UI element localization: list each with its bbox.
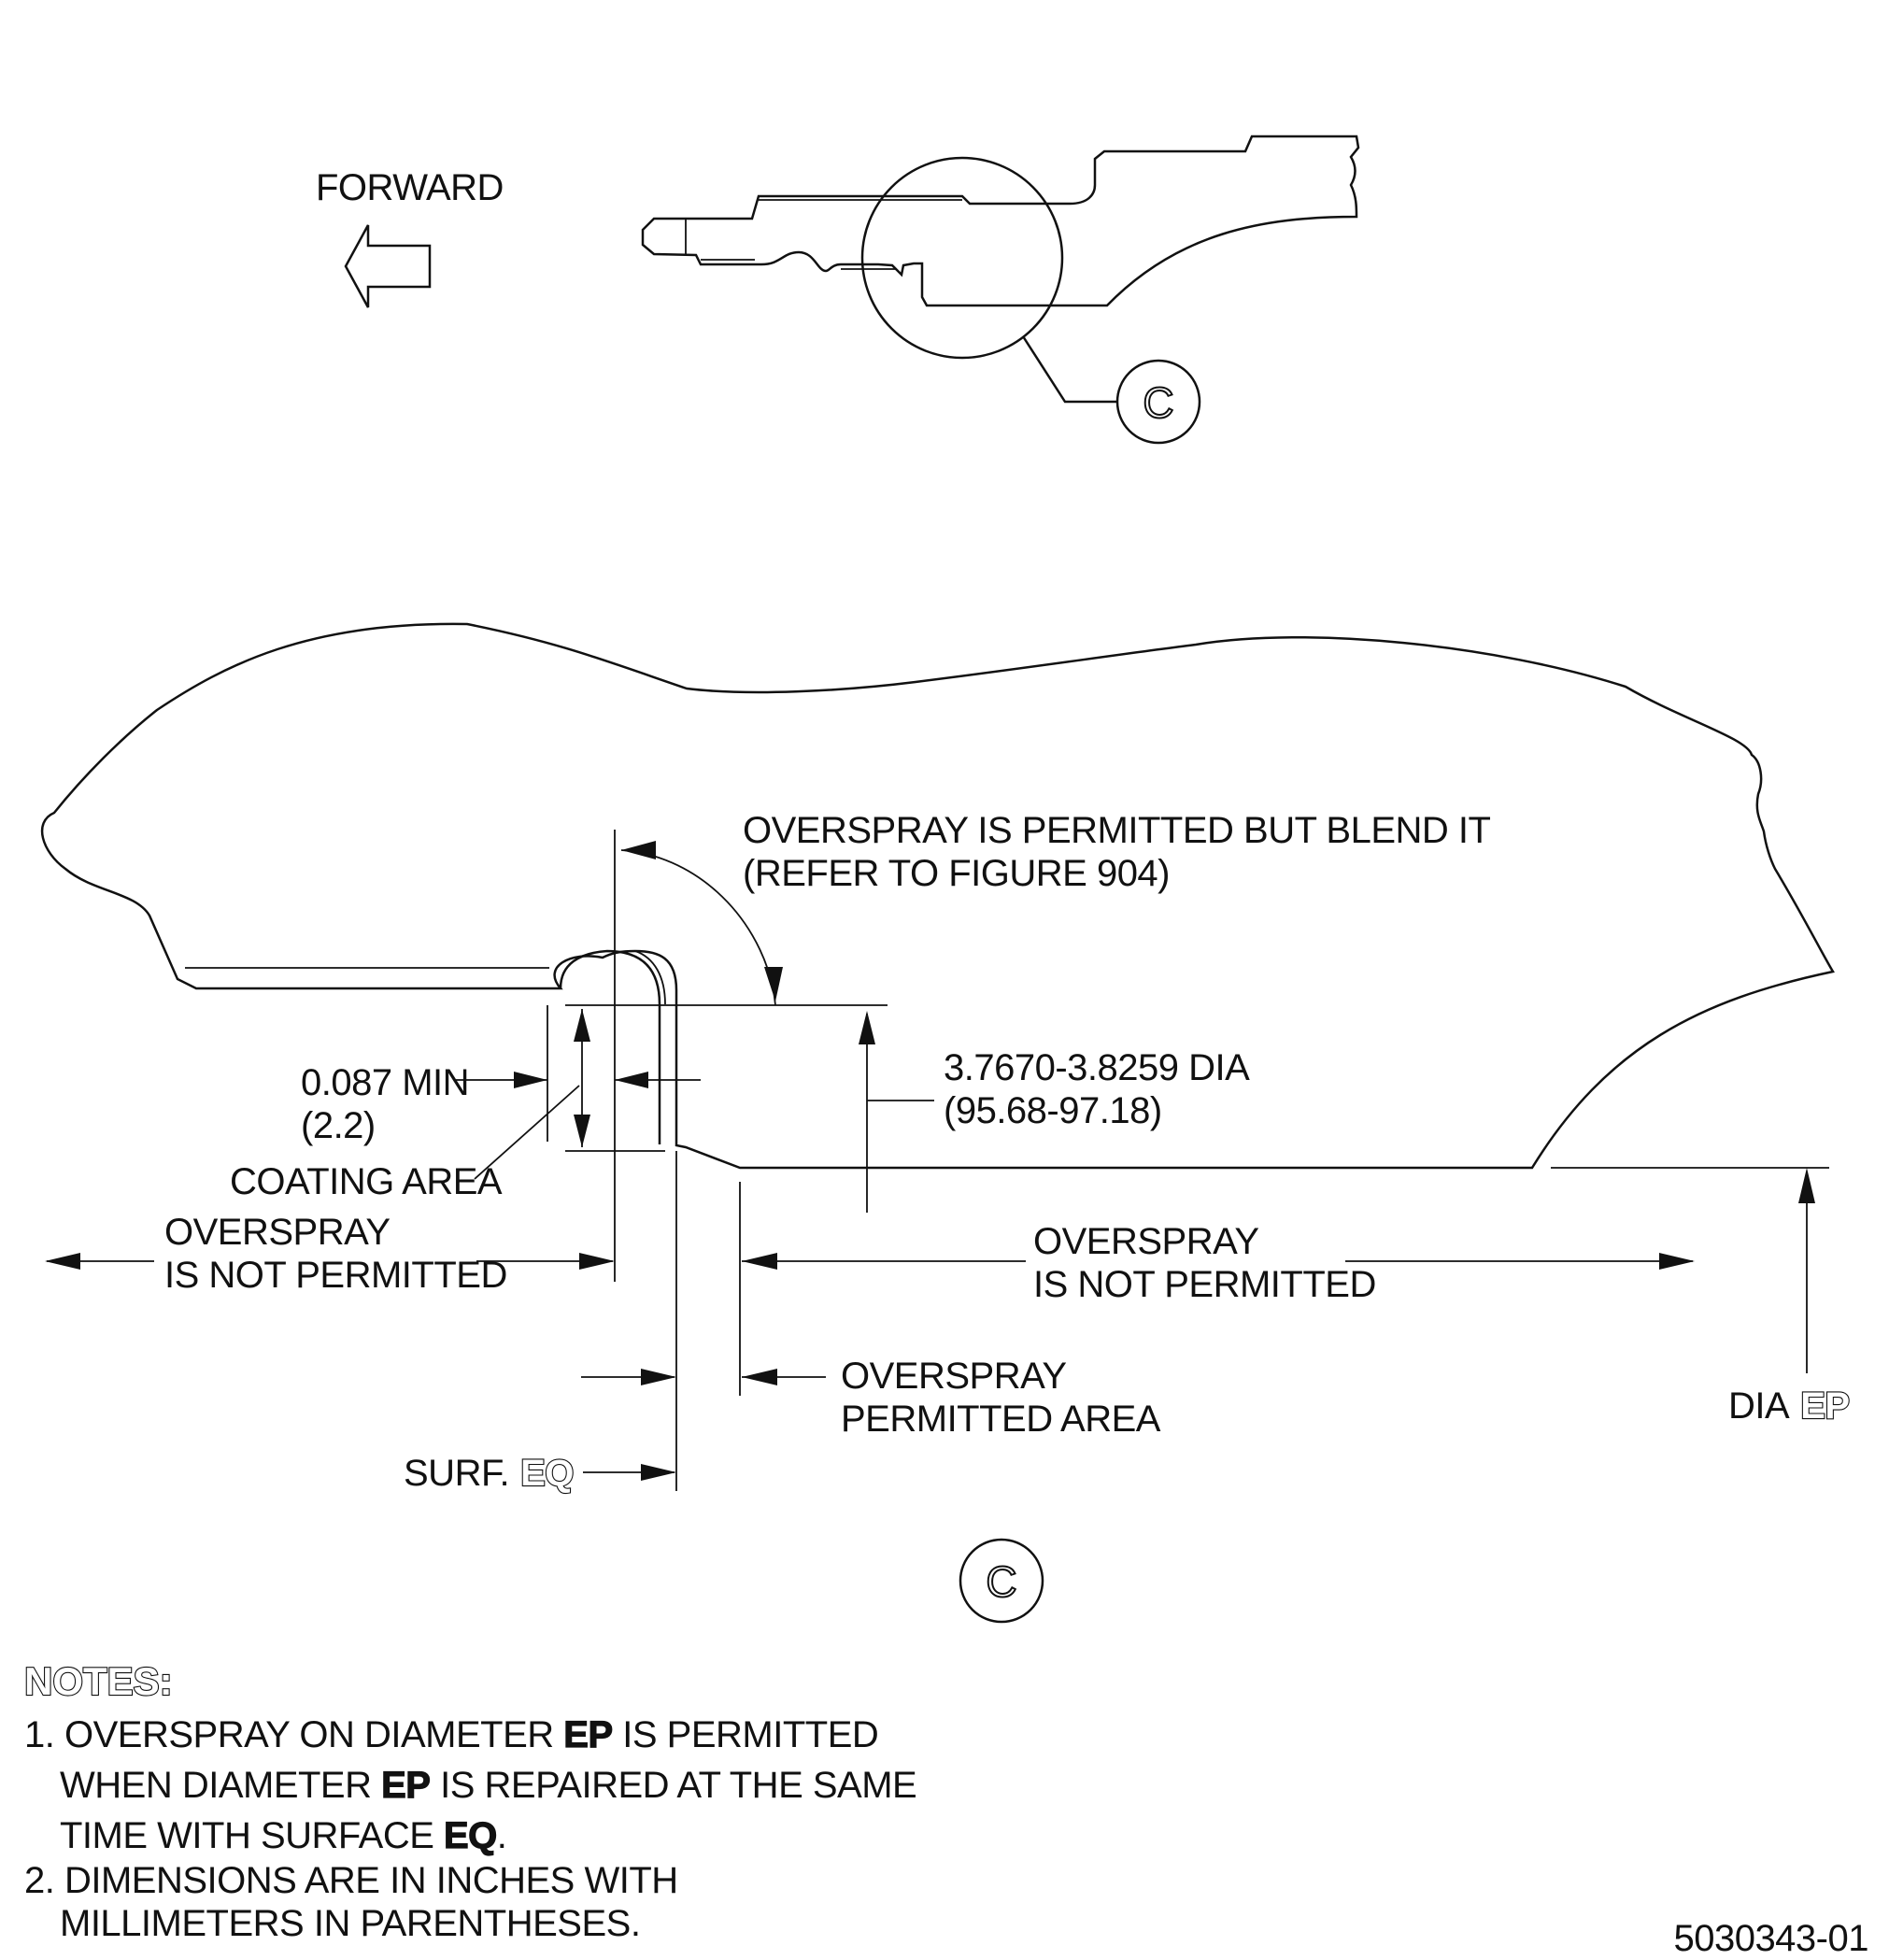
dia-text-2: (95.68-97.18) [944,1090,1162,1131]
detail-part-outline [40,622,1835,1170]
dia-text-1: 3.7670-3.8259 DIA [944,1047,1250,1088]
dim-087-text-2: (2.2) [301,1105,376,1146]
detail-view-bubble [959,1538,1044,1624]
coating-area-text: COATING AREA [230,1161,503,1202]
detail-view-bubble-label: C [986,1557,1016,1606]
detail-leader-line [1021,335,1117,404]
note-1-line-2: WHEN DIAMETER EP IS REPAIRED AT THE SAME [60,1765,916,1806]
blend-arc-arrowhead-bottom [764,967,783,1001]
overspray-left-arrow-left [45,1253,80,1270]
surf-eq-code: EQ [520,1453,574,1494]
note-1-line-1: 1. OVERSPRAY ON DIAMETER EP IS PERMITTED [24,1714,878,1755]
figure-number: 5030343-01 [1673,1918,1868,1959]
coating-height-arrow-up [574,1009,590,1042]
permitted-area-arrow-left [742,1369,777,1385]
overspray-right-arrow-left [742,1253,777,1270]
note-1-text-a: 1. OVERSPRAY ON DIAMETER [24,1714,563,1755]
forward-label: FORWARD [316,167,504,208]
overspray-left-text-2: IS NOT PERMITTED [164,1255,507,1296]
coating-area-leader [474,1085,580,1180]
permitted-area-arrow-right [641,1369,676,1385]
note-2-line-2: MILLIMETERS IN PARENTHESES. [60,1903,640,1944]
dia-ep-code: EP [1800,1385,1849,1427]
note-1-line-3: TIME WITH SURFACE EQ. [60,1815,506,1856]
note-1-text-b: IS PERMITTED [613,1714,879,1755]
overspray-right-text-1: OVERSPRAY [1033,1221,1259,1262]
detail-c-bubble [1115,359,1201,445]
top-view: FORWARD C [316,135,1360,445]
permitted-area-text-2: PERMITTED AREA [841,1399,1161,1440]
notes-block: NOTES: 1. OVERSPRAY ON DIAMETER EP IS PE… [23,1658,917,1944]
permitted-area-text-1: OVERSPRAY [841,1356,1067,1397]
groove-profile [559,949,661,1144]
dim-087-text-1: 0.087 MIN [301,1062,469,1103]
note-2-line-1: 2. DIMENSIONS ARE IN INCHES WITH [24,1860,678,1901]
part-section-outline [641,135,1360,307]
surf-prefix: SURF. [404,1453,509,1494]
dia-prefix: DIA [1728,1385,1790,1427]
blend-label-leader [773,989,776,1006]
note-1-text-f: . [497,1815,507,1856]
dim-087-arrow-left [615,1072,648,1088]
overspray-left-text-1: OVERSPRAY [164,1212,391,1253]
note-1-code-eq: EQ [444,1815,497,1856]
note-1-code-ep: EP [563,1714,612,1755]
overspray-blend-text-2: (REFER TO FIGURE 904) [743,853,1170,894]
overspray-right-arrow-right [1659,1253,1695,1270]
overspray-blend-text-1: OVERSPRAY IS PERMITTED BUT BLEND IT [743,810,1491,851]
coating-height-arrow-down [574,1115,590,1147]
surf-eq-arrow [641,1464,676,1481]
notes-heading: NOTES: [24,1659,173,1703]
detail-c-view: OVERSPRAY IS PERMITTED BUT BLEND IT (REF… [40,622,1851,1624]
groove-inner-arc [634,950,666,1005]
note-1-code-ep-2: EP [381,1765,430,1806]
blend-arc-arrowhead-top [621,841,656,859]
overspray-left-arrow-right [579,1253,615,1270]
note-1-text-e: TIME WITH SURFACE [60,1815,444,1856]
surf-eq-text: SURF. EQ [404,1453,574,1494]
detail-c-circle [860,156,1064,360]
note-1-text-c: WHEN DIAMETER [60,1765,381,1806]
detail-c-bubble-label: C [1143,378,1173,427]
dim-087-arrow-right [514,1072,547,1088]
dia-arrow-up [859,1011,875,1044]
note-1-text-d: IS REPAIRED AT THE SAME [430,1765,916,1806]
overspray-right-text-2: IS NOT PERMITTED [1033,1264,1376,1305]
dia-ep-arrow [1798,1168,1815,1203]
forward-arrow-icon [344,224,432,308]
